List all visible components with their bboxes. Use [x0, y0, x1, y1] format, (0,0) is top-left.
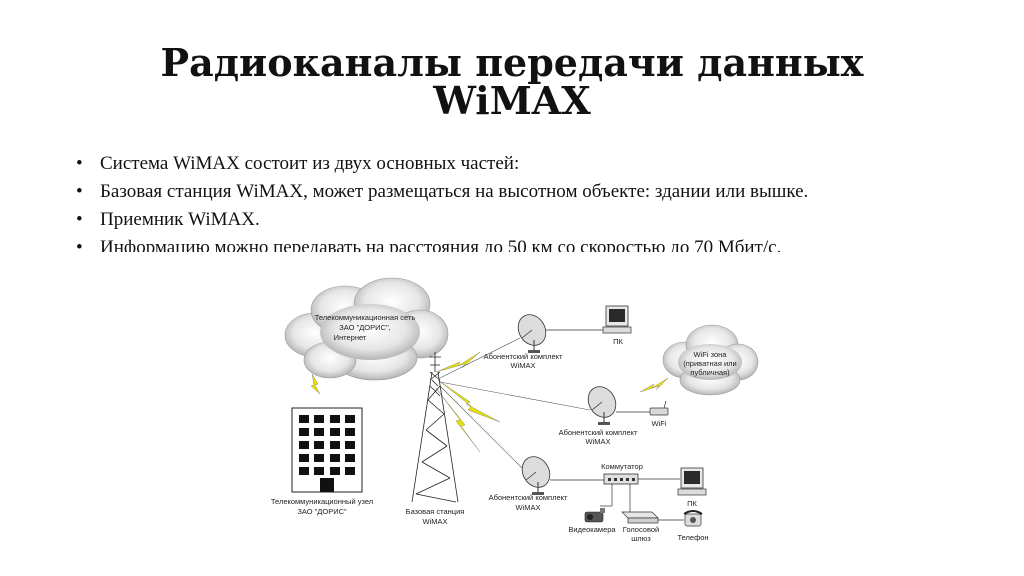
satellite-dish-icon: [521, 456, 551, 495]
subscriber-label: Абонентский комплект: [489, 493, 568, 502]
wifi-label: WiFi: [652, 419, 667, 428]
tower-label: Базовая станция: [406, 507, 465, 516]
bullet-item: Система WiMAX состоит из двух основных ч…: [74, 154, 948, 173]
satellite-dish-icon: [517, 314, 547, 353]
tower-label: WiMAX: [423, 517, 448, 526]
telephone-icon: [683, 510, 703, 527]
bullet-item: Информацию можно передавать на расстояни…: [74, 238, 948, 252]
title-line-1: Радиоканалы передачи данных: [160, 40, 864, 85]
wifi-router-icon: [649, 400, 669, 416]
satellite-dish-icon: [587, 386, 617, 425]
voice-gateway-label: шлюз: [631, 534, 651, 543]
lightning-icon: [435, 387, 481, 453]
subscriber-label: WiMAX: [586, 437, 611, 446]
internet-cloud-label: Интернет: [334, 333, 367, 342]
computer-icon: [677, 467, 707, 496]
telephone-label: Телефон: [677, 533, 708, 542]
lightning-icon: [639, 377, 669, 393]
video-camera-label: Видеокамера: [568, 525, 616, 534]
subscriber-label: Абонентский комплект: [559, 428, 638, 437]
voice-gateway-icon: [621, 511, 659, 524]
lightning-icon: [310, 373, 321, 395]
building-label: ЗАО "ДОРИС": [297, 507, 347, 516]
subscriber-label: WiMAX: [511, 361, 536, 370]
bullet-list: Система WiMAX состоит из двух основных ч…: [74, 154, 948, 261]
subscriber-label: WiMAX: [516, 503, 541, 512]
pc-label: ПК: [687, 499, 697, 508]
internet-cloud-label: ЗАО "ДОРИС",: [339, 323, 390, 332]
voice-gateway-label: Голосовой: [623, 525, 659, 534]
network-switch-icon: [603, 473, 639, 485]
subscriber-label: Абонентский комплект: [484, 352, 563, 361]
internet-cloud-label: Телекоммуникационная сеть: [315, 313, 416, 322]
pc-label: ПК: [613, 337, 623, 346]
slide-title: Радиоканалы передачи данных WiMAX: [0, 44, 1024, 120]
internet-cloud: Телекоммуникационная сеть ЗАО "ДОРИС", И…: [284, 277, 449, 381]
computer-icon: [602, 305, 632, 334]
base-station-tower: [411, 352, 459, 503]
bullet-item: Приемник WiMAX.: [74, 210, 948, 229]
wireless-links: [310, 351, 669, 453]
lightning-icon: [435, 351, 481, 373]
bullet-item: Базовая станция WiMAX, может размещаться…: [74, 182, 948, 201]
video-camera-icon: [584, 508, 605, 523]
title-line-2: WiMAX: [433, 78, 591, 123]
building-label: Телекоммуникационный узел: [271, 497, 373, 506]
wifi-cloud-label: (приватная или: [683, 359, 736, 368]
wifi-cloud: WiFi зона (приватная или публичная): [662, 324, 759, 396]
switch-label: Коммутатор: [601, 462, 643, 471]
lightning-icon: [437, 379, 501, 423]
wifi-cloud-label: WiFi зона: [694, 350, 728, 359]
wifi-cloud-label: публичная): [690, 368, 730, 377]
telecom-building: [291, 407, 363, 493]
